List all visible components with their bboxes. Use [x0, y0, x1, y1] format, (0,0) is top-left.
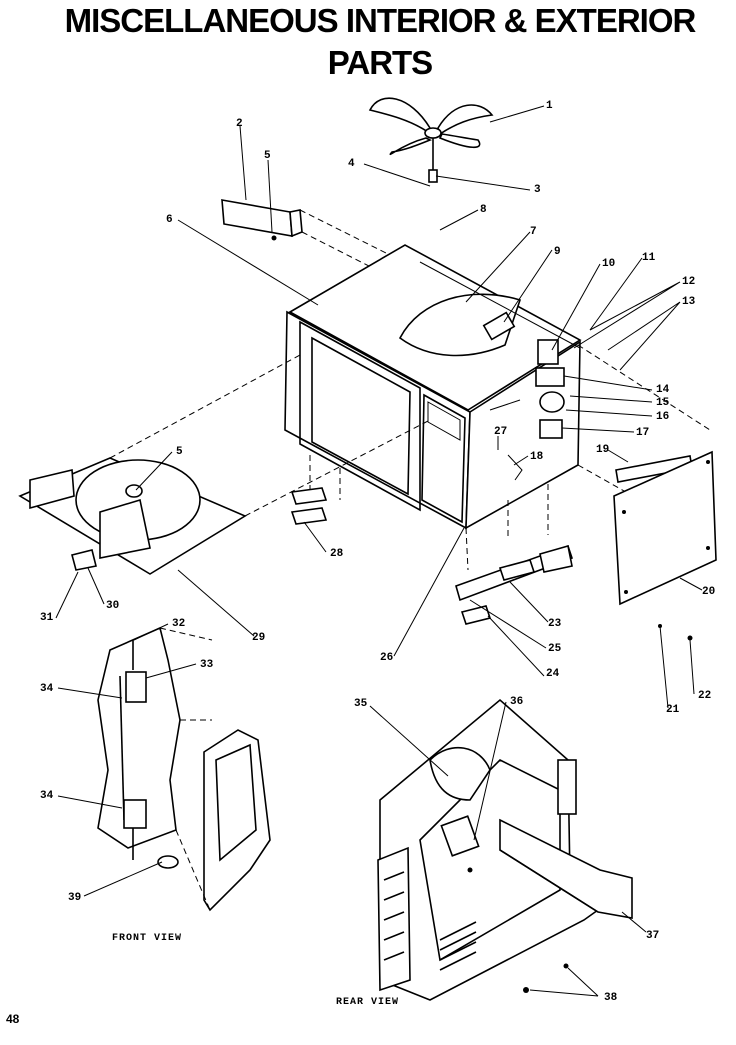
- callout-14: 14: [656, 384, 670, 396]
- callout-31: 31: [40, 612, 54, 624]
- leader-lines: [55, 105, 703, 997]
- callout-39: 39: [68, 892, 81, 904]
- diagram-title-line2: PARTS: [327, 44, 433, 81]
- callout-38: 38: [604, 992, 618, 1004]
- callout-37: 37: [646, 930, 659, 942]
- callout-36: 36: [510, 696, 523, 708]
- callout-16: 16: [656, 411, 669, 423]
- callout-11: 11: [642, 252, 656, 264]
- callout-18: 18: [530, 451, 544, 463]
- callout-10: 10: [602, 258, 615, 270]
- callout-15: 15: [656, 397, 670, 409]
- callout-17: 17: [636, 427, 649, 439]
- callout-20: 20: [702, 586, 715, 598]
- callout-35: 35: [354, 698, 368, 710]
- callout-4: 4: [348, 158, 355, 170]
- callout-25: 25: [548, 643, 562, 655]
- callout-3: 3: [534, 184, 541, 196]
- callout-27: 27: [494, 426, 507, 438]
- rear-view-caption: REAR VIEW: [336, 997, 399, 1008]
- callout-28: 28: [330, 548, 344, 560]
- callout-19: 19: [596, 444, 609, 456]
- front-view-assembly: [97, 626, 271, 912]
- callout-22: 22: [698, 690, 711, 702]
- callout-9: 9: [554, 246, 561, 258]
- callout-26: 26: [380, 652, 393, 664]
- callout-34-lower: 34: [40, 790, 54, 802]
- callout-5: 5: [264, 150, 271, 162]
- cabinet: [284, 244, 711, 571]
- back-panel: [613, 450, 717, 641]
- callout-5-plate: 5: [176, 446, 183, 458]
- page-number: 48: [6, 1012, 20, 1026]
- callout-labels: 1 2 3 4 5 6 7 8 9 10 11 12 13 14 15 16 1…: [40, 100, 715, 1008]
- callout-33: 33: [200, 659, 214, 671]
- callout-7: 7: [530, 226, 537, 238]
- callout-30: 30: [106, 600, 119, 612]
- callout-8: 8: [480, 204, 487, 216]
- callout-24: 24: [546, 668, 560, 680]
- callout-13: 13: [682, 296, 696, 308]
- callout-23: 23: [548, 618, 562, 630]
- callout-12: 12: [682, 276, 695, 288]
- callout-21: 21: [666, 704, 680, 716]
- diagram-title-line1: MISCELLANEOUS INTERIOR & EXTERIOR: [64, 2, 697, 39]
- callout-29: 29: [252, 632, 265, 644]
- fan-blade: [368, 97, 494, 183]
- callout-34-upper: 34: [40, 683, 54, 695]
- callout-2: 2: [236, 118, 243, 130]
- bottom-runners: [290, 455, 693, 625]
- rear-view-assembly: [377, 698, 633, 1001]
- callout-6: 6: [166, 214, 173, 226]
- callout-1: 1: [546, 100, 553, 112]
- front-view-caption: FRONT VIEW: [112, 933, 182, 944]
- callout-32: 32: [172, 618, 185, 630]
